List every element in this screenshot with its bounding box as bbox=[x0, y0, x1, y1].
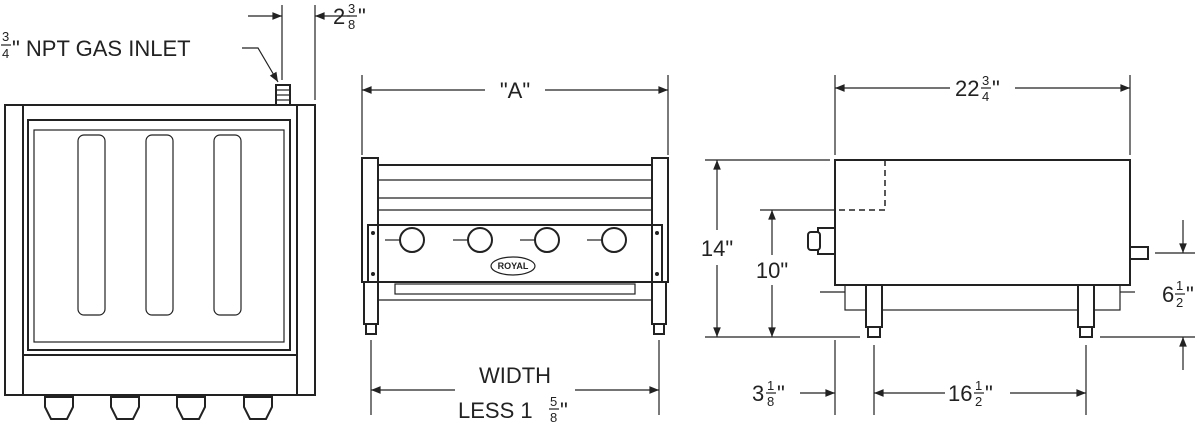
side-knob bbox=[807, 227, 836, 255]
svg-text:" NPT GAS INLET: " NPT GAS INLET bbox=[12, 36, 191, 61]
svg-text:22: 22 bbox=[955, 76, 979, 101]
front-view: "A" ROYAL WIDTH LESS 1 5 8 " bbox=[361, 75, 669, 425]
grate-slots bbox=[77, 134, 242, 316]
leg-offset-dimension: 3 1 8 " bbox=[752, 378, 785, 409]
dimension-a: "A" bbox=[500, 78, 530, 103]
svg-text:3: 3 bbox=[348, 1, 355, 16]
legs bbox=[363, 281, 667, 335]
svg-text:16: 16 bbox=[948, 381, 972, 406]
top-view: 3 4 " NPT GAS INLET 2 3 8 " bbox=[1, 1, 366, 420]
inlet-offset-dimension: 2 3 8 " bbox=[248, 1, 366, 100]
gas-inlet-pipe bbox=[275, 84, 291, 106]
svg-text:": " bbox=[1186, 282, 1194, 307]
side-legs bbox=[865, 284, 1095, 338]
svg-text:8: 8 bbox=[550, 410, 557, 425]
svg-text:4: 4 bbox=[982, 89, 989, 104]
svg-text:3: 3 bbox=[752, 381, 764, 406]
svg-text:1: 1 bbox=[767, 378, 774, 393]
svg-text:": " bbox=[985, 381, 993, 406]
depth-dimension: 22 3 4 " bbox=[955, 73, 1000, 104]
svg-text:": " bbox=[358, 4, 366, 29]
svg-text:1: 1 bbox=[1176, 278, 1183, 293]
svg-text:": " bbox=[560, 398, 568, 423]
control-knobs bbox=[385, 227, 627, 253]
svg-text:2: 2 bbox=[333, 4, 345, 29]
side-view: 22 3 4 " 14" 10" bbox=[701, 73, 1195, 415]
svg-text:LESS 1: LESS 1 bbox=[458, 398, 533, 423]
svg-text:": " bbox=[992, 76, 1000, 101]
svg-text:2: 2 bbox=[975, 394, 982, 409]
svg-text:5: 5 bbox=[550, 394, 557, 409]
svg-text:10": 10" bbox=[756, 258, 788, 283]
brand-logo bbox=[490, 256, 536, 276]
svg-text:3: 3 bbox=[2, 29, 9, 44]
svg-text:1: 1 bbox=[975, 378, 982, 393]
svg-text:ROYAL: ROYAL bbox=[498, 261, 529, 271]
knob-icons bbox=[44, 396, 273, 420]
svg-text:6: 6 bbox=[1162, 282, 1174, 307]
svg-text:2: 2 bbox=[1176, 295, 1183, 310]
svg-text:3: 3 bbox=[982, 73, 989, 88]
svg-text:8: 8 bbox=[348, 17, 355, 32]
leg-spacing-dimension: 16 1 2 " bbox=[948, 378, 993, 409]
svg-text:8: 8 bbox=[767, 394, 774, 409]
inlet-height-dimension: 6 1 2 " bbox=[1162, 278, 1194, 310]
svg-text:WIDTH: WIDTH bbox=[479, 363, 551, 388]
gas-inlet bbox=[1129, 246, 1149, 260]
svg-text:14": 14" bbox=[701, 236, 733, 261]
gas-inlet-label: 3 4 " NPT GAS INLET bbox=[1, 29, 279, 83]
svg-text:": " bbox=[777, 381, 785, 406]
svg-text:4: 4 bbox=[2, 46, 9, 61]
